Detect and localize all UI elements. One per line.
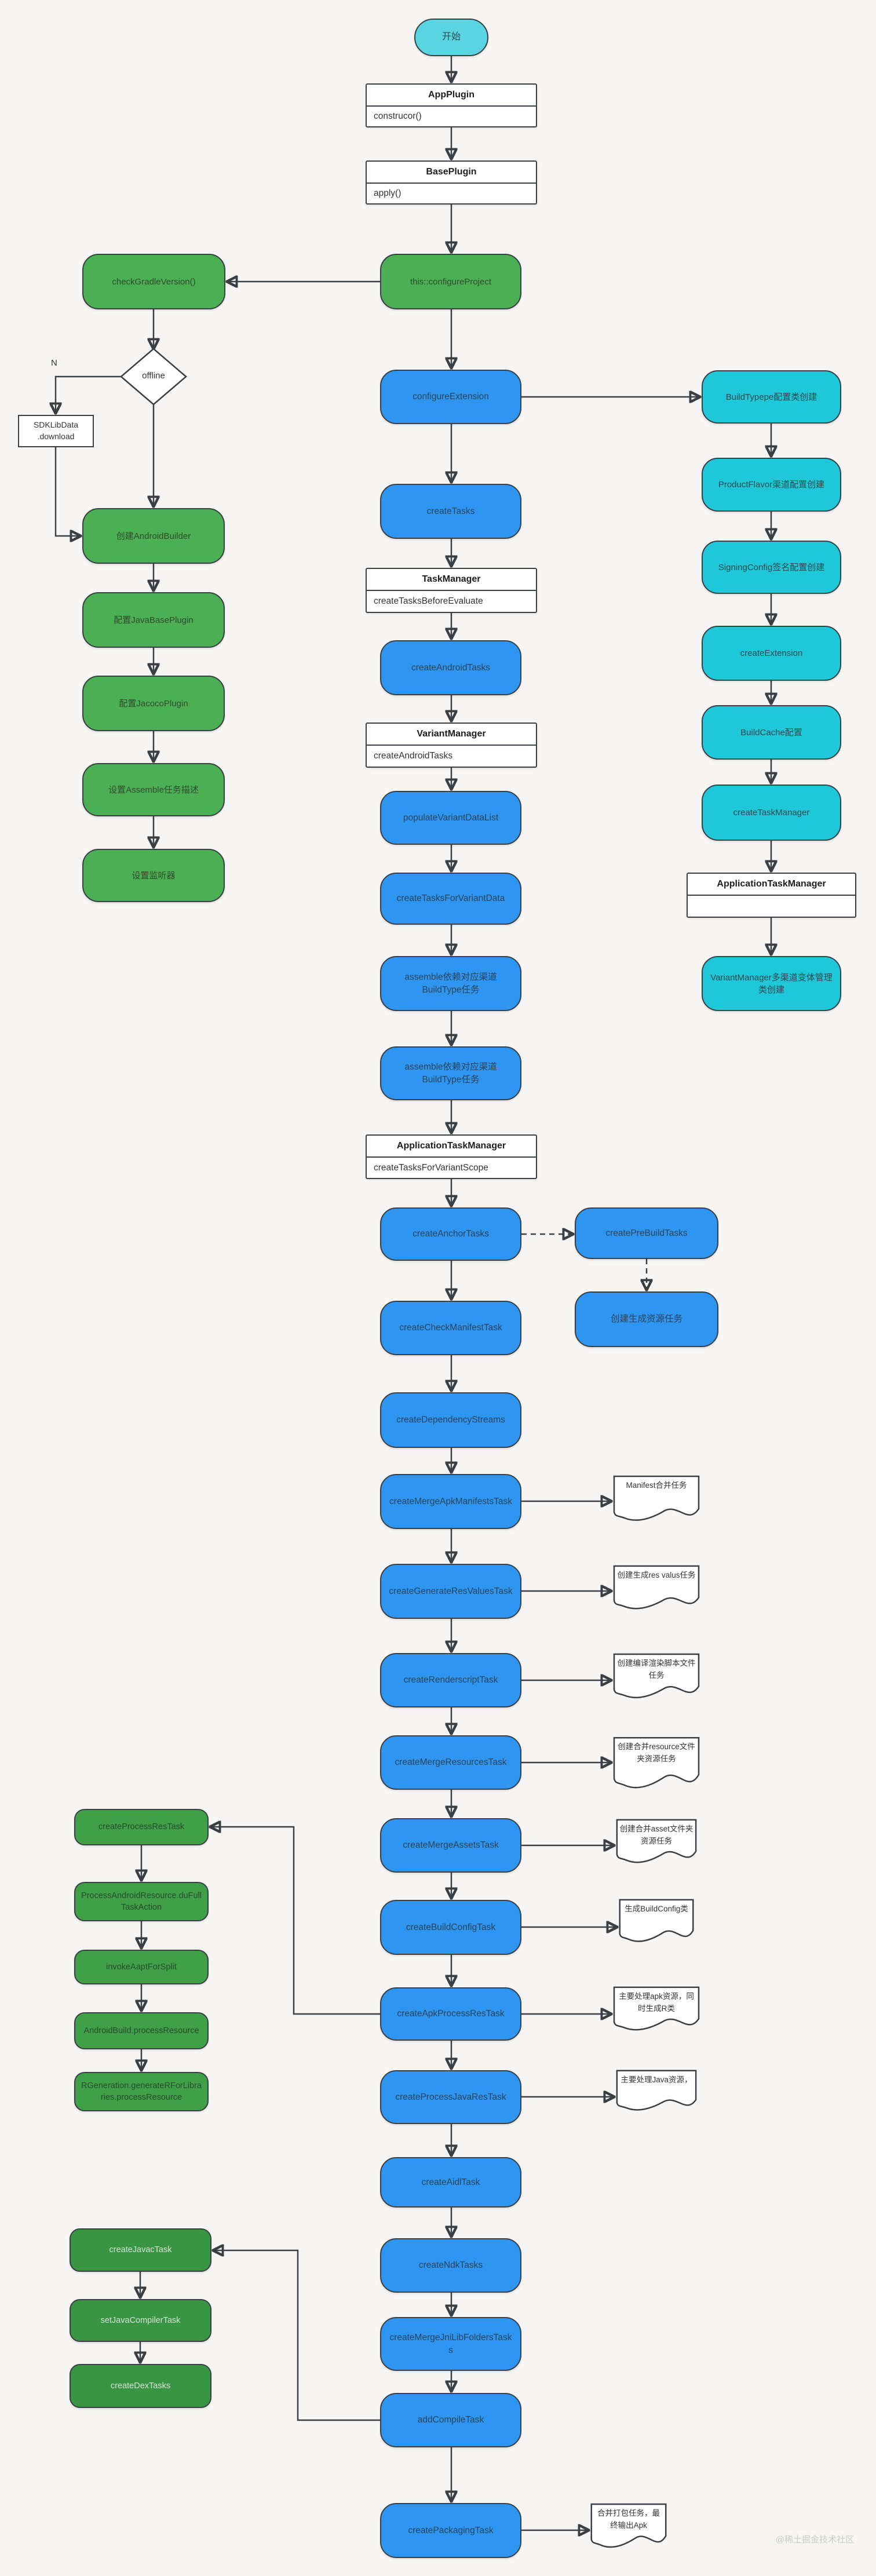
offline-no-label: N — [51, 358, 57, 368]
node-create-check-manifest-task: createCheckManifestTask — [380, 1301, 521, 1355]
note-merge-asset: 创建合并asset文件夹资源任务 — [616, 1819, 697, 1872]
uml-variant-manager-method: createAndroidTasks — [374, 751, 453, 761]
node-create-aidl-task: createAidlTask — [380, 2157, 521, 2208]
node-create-merge-jni-lib-folders-tasks: createMergeJniLibFoldersTasks — [380, 2317, 521, 2371]
node-create-pre-build-tasks: createPreBuildTasks — [575, 1207, 718, 1259]
node-start: 开始 — [414, 19, 488, 56]
node-create-extension: createExtension — [702, 626, 841, 681]
uml-application-task-manager-right-method — [688, 896, 855, 917]
note-gen-res-values-label: 创建生成res valus任务 — [617, 1571, 696, 1579]
node-create-ndk-tasks: createNdkTasks — [380, 2238, 521, 2293]
uml-app-plugin: AppPlugin construcor() — [366, 83, 537, 127]
note-manifest-merge-label: Manifest合并任务 — [626, 1481, 687, 1490]
node-create-merge-assets-task: createMergeAssetsTask — [380, 1818, 521, 1873]
node-create-renderscript-task: createRenderscriptTask — [380, 1653, 521, 1707]
node-create-merge-apk-manifests-task: createMergeApkManifestsTask — [380, 1474, 521, 1529]
uml-application-task-manager-right: ApplicationTaskManager — [687, 873, 856, 918]
watermark: @稀土掘金技术社区 — [775, 2535, 854, 2545]
node-configure-project: this::configureProject — [380, 254, 521, 309]
node-create-anchor-tasks: createAnchorTasks — [380, 1207, 521, 1261]
uml-app-plugin-title: AppPlugin — [367, 85, 536, 107]
node-product-flavor-create: ProductFlavor渠道配置创建 — [702, 458, 841, 512]
node-config-java-base-plugin: 配置JavaBasePlugin — [82, 592, 225, 648]
node-assemble-depend-2: assemble依赖对应渠道BuildType任务 — [380, 1046, 521, 1100]
note-gen-res-values: 创建生成res valus任务 — [613, 1565, 700, 1618]
node-populate-variant-data-list: populateVariantDataList — [380, 791, 521, 845]
node-android-build-process-resource: AndroidBuild.processResource — [74, 2012, 209, 2049]
node-create-build-config-task: createBuildConfigTask — [380, 1900, 521, 1955]
node-assemble-depend-1: assemble依赖对应渠道BuildType任务 — [380, 956, 521, 1011]
note-packaging: 合并打包任务，最终输出Apk — [590, 2503, 667, 2557]
node-set-listener: 设置监听器 — [82, 849, 225, 902]
node-set-assemble-desc: 设置Assemble任务描述 — [82, 763, 225, 816]
node-create-process-java-res-task: createProcessJavaResTask — [380, 2070, 521, 2124]
note-apk-process-res-label: 主要处理apk资源，同时生成R类 — [619, 1992, 694, 2013]
node-config-jacoco-plugin: 配置JacocoPlugin — [82, 676, 225, 731]
uml-task-manager: TaskManager createTasksBeforeEvaluate — [366, 568, 537, 613]
uml-task-manager-title: TaskManager — [367, 569, 536, 591]
node-create-android-tasks: createAndroidTasks — [380, 640, 521, 695]
note-apk-process-res: 主要处理apk资源，同时生成R类 — [613, 1986, 700, 2039]
uml-application-task-manager-method: createTasksForVariantScope — [374, 1162, 488, 1173]
uml-base-plugin-title: BasePlugin — [367, 162, 536, 184]
node-create-apk-process-res-task: createApkProcessResTask — [380, 1987, 521, 2041]
uml-variant-manager-title: VariantManager — [367, 724, 536, 746]
node-create-tasks-for-variant-data: createTasksForVariantData — [380, 873, 521, 925]
note-renderscript-label: 创建编译渲染脚本文件任务 — [617, 1659, 696, 1680]
node-create-tasks: createTasks — [380, 484, 521, 539]
uml-application-task-manager-right-title: ApplicationTaskManager — [688, 874, 855, 896]
node-sdklibdata-download: SDKLibData .download — [18, 415, 94, 447]
node-create-task-manager: createTaskManager — [702, 785, 841, 841]
note-renderscript: 创建编译渲染脚本文件任务 — [613, 1653, 700, 1707]
node-signing-config-create: SigningConfig签名配置创建 — [702, 541, 841, 594]
node-create-android-builder: 创建AndroidBuilder — [82, 508, 225, 564]
node-set-java-compiler-task: setJavaCompilerTask — [70, 2299, 211, 2342]
node-r-generation: RGeneration.generateRForLibraries.proces… — [74, 2072, 209, 2111]
node-create-packaging-task: createPackagingTask — [380, 2503, 521, 2558]
note-manifest-merge: Manifest合并任务 — [613, 1475, 700, 1530]
node-build-type-create: BuildTypepe配置类创建 — [702, 370, 841, 424]
node-variant-manager-create: VariantManager多渠道变体管理类创建 — [702, 956, 841, 1011]
note-merge-resource-label: 创建合并resource文件夹资源任务 — [618, 1742, 695, 1763]
uml-base-plugin: BasePlugin apply() — [366, 160, 537, 205]
note-packaging-label: 合并打包任务，最终输出Apk — [597, 2509, 660, 2530]
node-create-merge-resources-task: createMergeResourcesTask — [380, 1735, 521, 1790]
node-add-compile-task: addCompileTask — [380, 2393, 521, 2447]
node-create-generate-res-values-task: createGenerateResValuesTask — [380, 1564, 521, 1619]
offline-diamond-label: offline — [142, 371, 165, 381]
node-configure-extension: configureExtension — [380, 370, 521, 424]
uml-application-task-manager-title: ApplicationTaskManager — [367, 1136, 536, 1158]
uml-base-plugin-method: apply() — [374, 188, 402, 198]
note-build-config: 生成BuildConfig类 — [619, 1899, 694, 1951]
uml-variant-manager: VariantManager createAndroidTasks — [366, 723, 537, 768]
note-merge-asset-label: 创建合并asset文件夹资源任务 — [619, 1825, 694, 1845]
node-create-gen-res-task: 创建生成资源任务 — [575, 1291, 718, 1347]
note-build-config-label: 生成BuildConfig类 — [625, 1904, 688, 1913]
note-process-java-res-label: 主要处理Java资源， — [620, 2075, 692, 2084]
note-merge-resource: 创建合并resource文件夹资源任务 — [613, 1736, 700, 1799]
node-check-gradle-version: checkGradleVersion() — [82, 254, 225, 309]
node-invoke-aapt-for-split: invokeAaptForSplit — [74, 1950, 209, 1984]
node-build-cache-config: BuildCache配置 — [702, 705, 841, 760]
node-create-dex-tasks: createDexTasks — [70, 2364, 211, 2408]
uml-application-task-manager: ApplicationTaskManager createTasksForVar… — [366, 1134, 537, 1179]
node-process-android-resource: ProcessAndroidResource.duFullTaskAction — [74, 1882, 209, 1921]
node-create-javac-task: createJavacTask — [70, 2228, 211, 2272]
uml-app-plugin-method: construcor() — [374, 111, 422, 121]
note-process-java-res: 主要处理Java资源， — [616, 2070, 697, 2119]
uml-task-manager-method: createTasksBeforeEvaluate — [374, 596, 483, 606]
node-create-process-res-task: createProcessResTask — [74, 1809, 209, 1845]
node-create-dependency-streams: createDependencyStreams — [380, 1392, 521, 1448]
